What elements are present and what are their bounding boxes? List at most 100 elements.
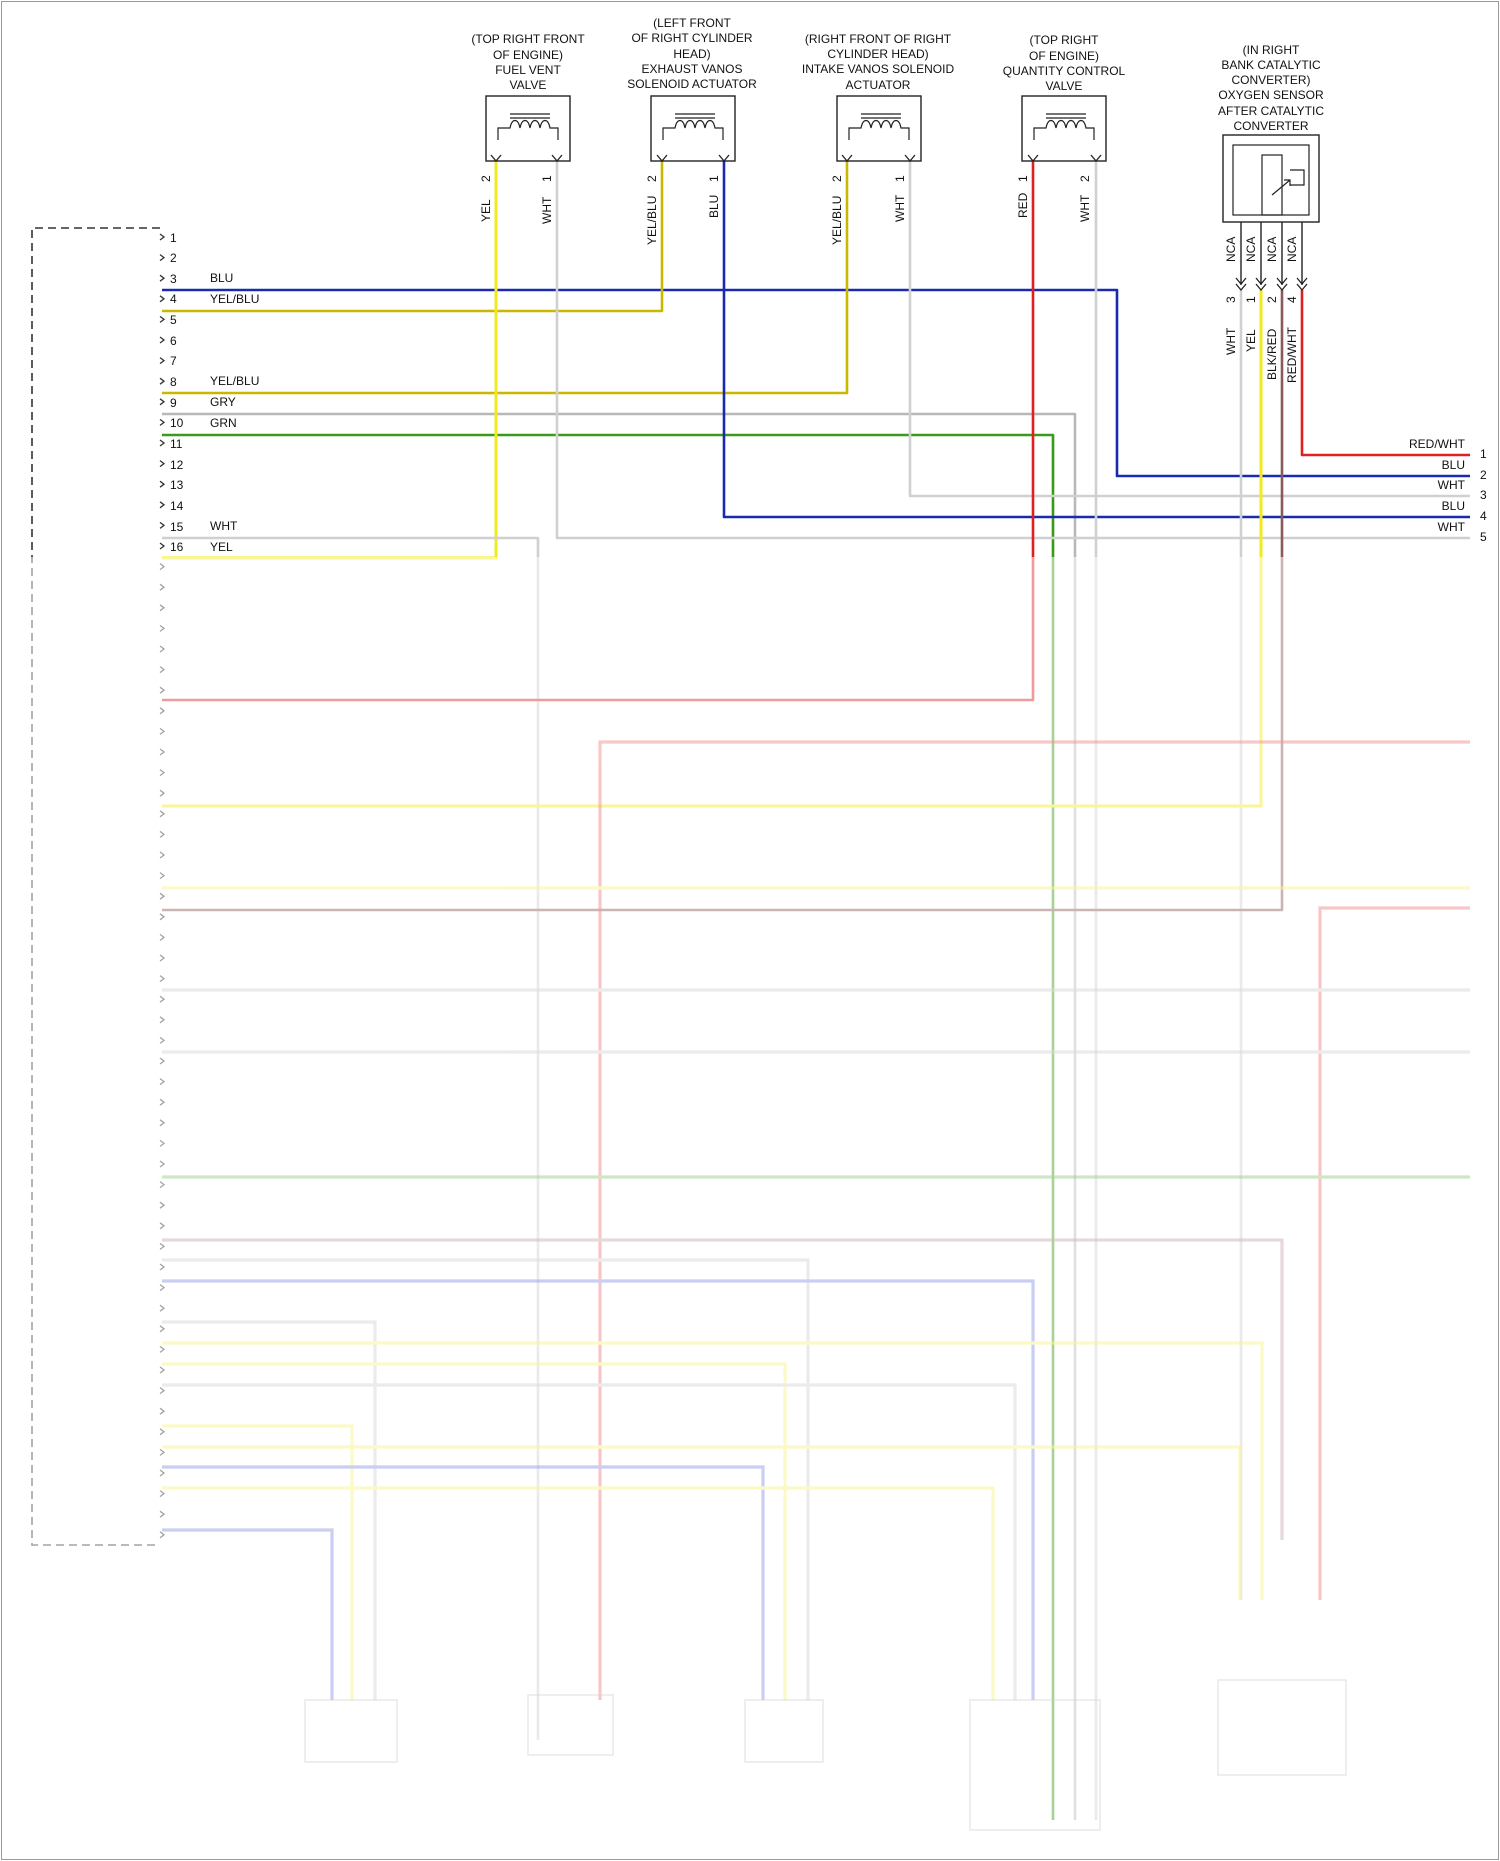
wire-o2-redwht: [1302, 290, 1470, 455]
o2-nca-2: NCA: [1244, 237, 1258, 262]
obscured-lower-region: [0, 557, 1500, 1861]
ecm-pin-hook: [160, 378, 164, 384]
solenoid-coil-icon: [663, 114, 723, 140]
o2-wire-wht: WHT: [1224, 327, 1238, 355]
svg-text:CONVERTER: CONVERTER: [1233, 119, 1308, 133]
right-wire-blu-2: BLU: [1442, 499, 1465, 513]
wire-ivanos-wht: [910, 161, 1470, 496]
pin-chevron: [842, 155, 852, 161]
ecm-pin-11: 11: [170, 437, 183, 451]
ecm-pin-6: 6: [170, 334, 177, 348]
ivanos-pin-2: 2: [830, 175, 844, 182]
ecm-pin-hook: [160, 337, 164, 343]
solenoid-coil-icon: [849, 114, 909, 140]
evanos-wire-blu: BLU: [707, 195, 721, 218]
solenoid-coil-icon: [1034, 114, 1094, 140]
qcv-label: (TOP RIGHT OF ENGINE) QUANTITY CONTROL V…: [1003, 33, 1126, 93]
svg-text:OXYGEN SENSOR: OXYGEN SENSOR: [1218, 88, 1324, 102]
ecm-wire-label-pin16: YEL: [210, 540, 233, 554]
svg-text:EXHAUST VANOS: EXHAUST VANOS: [642, 62, 743, 76]
ecm-pin-13: 13: [170, 478, 184, 492]
fvv-wire-wht: WHT: [540, 196, 554, 224]
ecm-wire-label-pin8: YEL/BLU: [210, 374, 259, 388]
wire-ecm3-blu: [162, 290, 1470, 476]
intake-vanos-actuator: (RIGHT FRONT OF RIGHT CYLINDER HEAD) INT…: [802, 32, 955, 245]
o2-pin-1: 1: [1244, 296, 1258, 303]
fuel-vent-valve: (TOP RIGHT FRONT OF ENGINE) FUEL VENT VA…: [471, 32, 585, 224]
ecm-pin-hook: [160, 461, 164, 467]
svg-text:(IN RIGHT: (IN RIGHT: [1243, 43, 1300, 57]
ecm-pin-hook: [160, 481, 164, 487]
svg-text:FUEL VENT: FUEL VENT: [495, 63, 561, 77]
ecm-pin-10: 10: [170, 416, 184, 430]
svg-text:ACTUATOR: ACTUATOR: [846, 78, 911, 92]
right-pin-1: 1: [1480, 447, 1487, 461]
ecm-wire-labels: BLU YEL/BLU YEL/BLU GRY GRN WHT YEL: [210, 271, 259, 554]
ecm-pin-4: 4: [170, 292, 177, 306]
qcv-wire-wht: WHT: [1078, 194, 1092, 222]
evanos-pin-2: 2: [645, 175, 659, 182]
oxygen-sensor: (IN RIGHT BANK CATALYTIC CONVERTER) OXYG…: [1218, 43, 1324, 383]
wire-ecm8-yelblu: [162, 161, 847, 393]
pin-chevron: [552, 155, 562, 161]
ecm-pin-hook: [160, 316, 164, 322]
ecm-pin-8: 8: [170, 375, 177, 389]
svg-text:OF ENGINE): OF ENGINE): [1029, 49, 1099, 63]
ecm-pin-hook: [160, 358, 164, 364]
o2-pin-2: 2: [1265, 296, 1279, 303]
svg-text:QUANTITY CONTROL: QUANTITY CONTROL: [1003, 64, 1126, 78]
pin-chevron: [657, 155, 667, 161]
ecm-pin-hook: [160, 502, 164, 508]
wire-ecm4-yelblu: [162, 161, 662, 311]
ecm-pin-hook: [160, 440, 164, 446]
ecm-pin-1: 1: [170, 231, 177, 245]
ecm-pin-hook: [160, 234, 164, 240]
svg-text:(TOP RIGHT FRONT: (TOP RIGHT FRONT: [471, 32, 585, 46]
oxygen-sensor-label: (IN RIGHT BANK CATALYTIC CONVERTER) OXYG…: [1218, 43, 1324, 133]
o2-nca-3: NCA: [1265, 237, 1279, 262]
svg-text:OF RIGHT CYLINDER: OF RIGHT CYLINDER: [631, 31, 752, 45]
ecm-wire-label-pin4: YEL/BLU: [210, 292, 259, 306]
exhaust-vanos-actuator: (LEFT FRONT OF RIGHT CYLINDER HEAD) EXHA…: [627, 16, 757, 245]
quantity-control-valve: (TOP RIGHT OF ENGINE) QUANTITY CONTROL V…: [1003, 33, 1126, 222]
qcv-wire-red: RED: [1016, 192, 1030, 218]
ecm-pin-14: 14: [170, 499, 184, 513]
ecm-pin-7: 7: [170, 354, 177, 368]
svg-text:INTAKE VANOS SOLENOID: INTAKE VANOS SOLENOID: [802, 62, 955, 76]
svg-text:HEAD): HEAD): [673, 47, 710, 61]
qcv-pin-1: 1: [1016, 175, 1030, 182]
right-pin-2: 2: [1480, 468, 1487, 482]
wire-ecm16-yel: [162, 161, 496, 558]
wire-fvv-wht: [557, 161, 1470, 538]
svg-text:(RIGHT FRONT OF RIGHT: (RIGHT FRONT OF RIGHT: [805, 32, 952, 46]
svg-text:OF ENGINE): OF ENGINE): [493, 48, 563, 62]
o2-pin-4: 4: [1285, 296, 1299, 303]
ecm-pin-hook: [160, 522, 164, 528]
right-wire-wht-1: WHT: [1438, 478, 1466, 492]
ecm-pin-3: 3: [170, 272, 177, 286]
pin-chevron: [1091, 155, 1101, 161]
ecm-pin-hook: [160, 275, 164, 281]
fvv-wire-yel: YEL: [479, 199, 493, 222]
right-connector: RED/WHT BLU WHT BLU WHT 1 2 3 4 5: [1409, 437, 1487, 544]
right-pin-5: 5: [1480, 530, 1487, 544]
svg-text:SOLENOID ACTUATOR: SOLENOID ACTUATOR: [627, 77, 757, 91]
pin-chevron: [719, 155, 729, 161]
o2-wire-redwht: RED/WHT: [1285, 326, 1299, 383]
ecm-pin-hook: [160, 255, 164, 261]
pin-chevron: [905, 155, 915, 161]
o2-pin-3: 3: [1224, 296, 1238, 303]
svg-text:VALVE: VALVE: [1046, 79, 1083, 93]
ecm-pin-16: 16: [170, 540, 184, 554]
o2-nca-1: NCA: [1224, 237, 1238, 262]
fvv-pin-2: 2: [479, 175, 493, 182]
oxygen-sensor-element-icon: [1233, 145, 1309, 215]
solenoid-coil-icon: [498, 114, 558, 140]
ivanos-wire-wht: WHT: [893, 194, 907, 222]
ecm-pin-15: 15: [170, 520, 184, 534]
right-wire-redwht: RED/WHT: [1409, 437, 1466, 451]
svg-text:CONVERTER): CONVERTER): [1231, 73, 1310, 87]
svg-text:(LEFT FRONT: (LEFT FRONT: [653, 16, 731, 30]
fuel-vent-valve-label: (TOP RIGHT FRONT OF ENGINE) FUEL VENT VA…: [471, 32, 585, 92]
evanos-pin-1: 1: [707, 175, 721, 182]
